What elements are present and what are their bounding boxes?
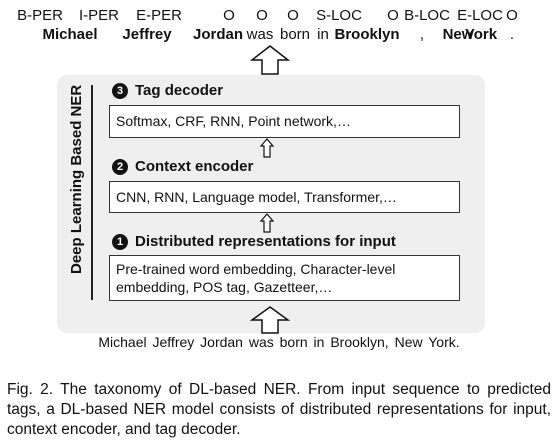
figure-caption: Fig. 2. The taxonomy of DL-based NER. Fr…	[7, 381, 551, 438]
up-arrow-icon	[259, 138, 275, 158]
context-encoder-content: CNN, RNN, Language model, Transformer,…	[116, 189, 397, 205]
distributed-representations-title: Distributed representations for input	[135, 233, 396, 250]
output-tag: O	[387, 7, 399, 24]
distributed-representations-box: Pre-trained word embedding, Character-le…	[109, 255, 460, 301]
output-tag: O	[287, 7, 299, 24]
output-tag: B-PER	[17, 7, 63, 24]
input-arrow-icon	[249, 306, 291, 334]
output-arrow-icon	[249, 45, 291, 75]
tag-decoder-title: Tag decoder	[135, 82, 224, 99]
context-encoder-title: Context encoder	[135, 158, 254, 175]
input-sentence: Michael Jeffrey Jordan was born in Brook…	[98, 334, 460, 350]
output-word: Michael	[42, 26, 98, 43]
output-word: New	[442, 26, 474, 43]
output-tag: E-LOC	[457, 7, 503, 24]
side-divider	[91, 85, 93, 300]
output-word: Brooklyn	[334, 26, 400, 43]
tag-decoder-content: Softmax, CRF, RNN, Point network,…	[116, 113, 351, 129]
distributed-representations-content-line1: Pre-trained word embedding, Character-le…	[116, 261, 396, 277]
output-tag: O	[256, 7, 268, 24]
output-tag: O	[223, 7, 235, 24]
output-word: was	[246, 26, 274, 43]
up-arrow-icon	[259, 213, 275, 233]
output-tag: S-LOC	[316, 7, 362, 24]
output-word: born	[279, 26, 311, 43]
output-word: York	[464, 26, 498, 43]
stage-number-badge: 2	[112, 159, 128, 175]
output-word: Jeffrey	[122, 26, 172, 43]
output-tag: O	[506, 7, 518, 24]
output-word: .	[509, 26, 515, 43]
output-tag: E-PER	[136, 7, 182, 24]
output-word: in	[317, 26, 329, 43]
output-word: ,	[419, 26, 425, 43]
side-label: Deep Learning Based NER	[68, 84, 85, 274]
distributed-representations-content-line2: embedding, POS tag, Gazetteer,…	[116, 279, 333, 295]
tag-decoder-box: Softmax, CRF, RNN, Point network,…	[109, 105, 460, 138]
context-encoder-box: CNN, RNN, Language model, Transformer,…	[109, 181, 460, 213]
output-tag: I-PER	[78, 7, 120, 24]
output-tag: B-LOC	[404, 7, 450, 24]
output-word: Jordan	[192, 26, 244, 43]
stage-number-badge: 1	[112, 234, 128, 250]
stage-number-badge: 3	[112, 83, 128, 99]
